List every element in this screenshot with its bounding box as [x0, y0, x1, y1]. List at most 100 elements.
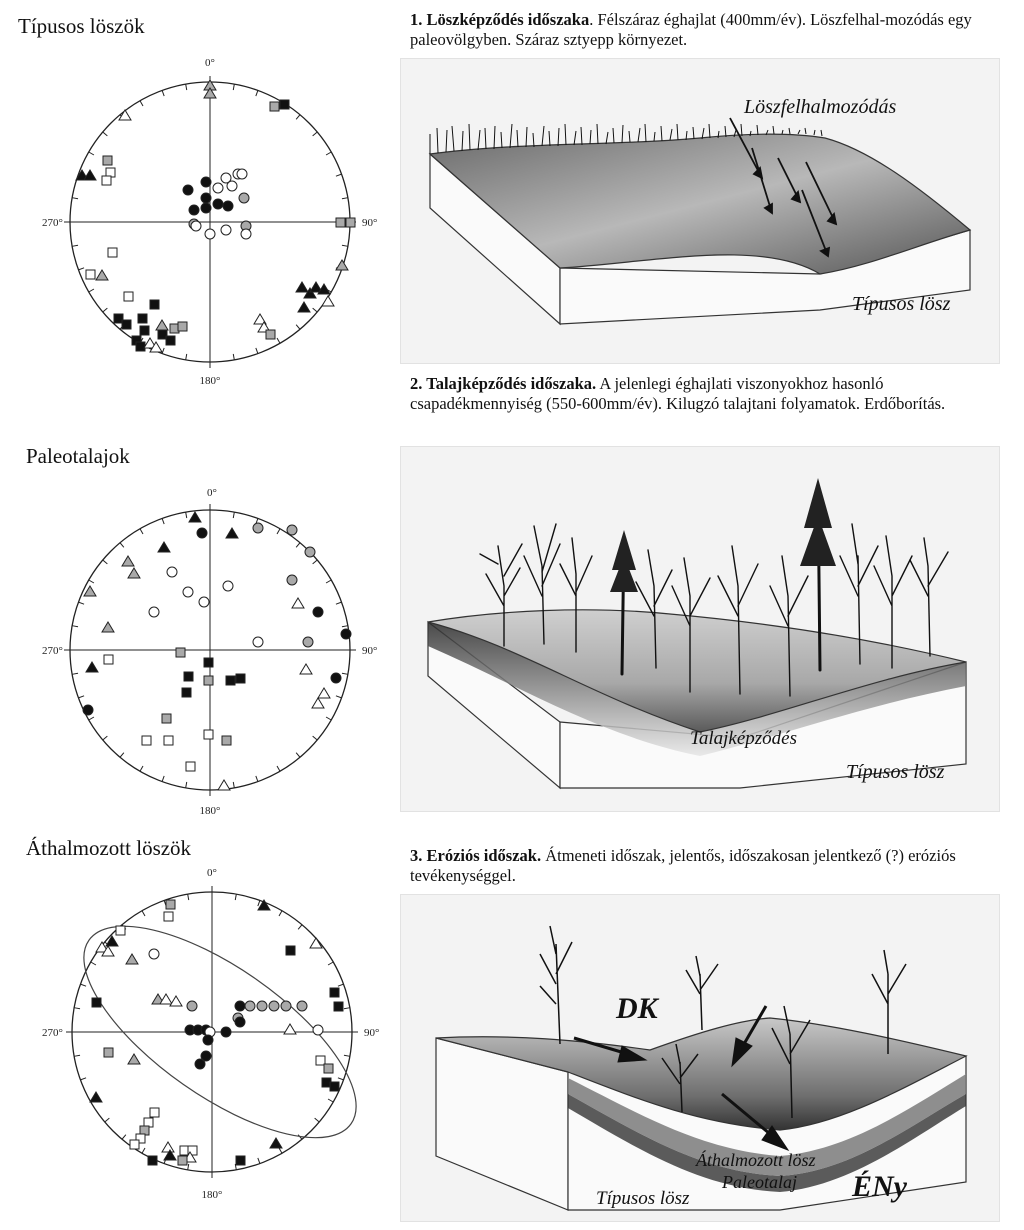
- stereonet-tick: [257, 900, 261, 907]
- forest-trees: [479, 478, 949, 697]
- stereonet-tick: [234, 894, 237, 901]
- point-square-white: [115, 925, 126, 936]
- tree: [523, 523, 561, 645]
- tree: [635, 549, 673, 669]
- stereonet-tick: [72, 625, 79, 628]
- stereonet-tick: [78, 601, 85, 605]
- stereonet-tick: [341, 625, 348, 628]
- point-square-white: [103, 654, 114, 665]
- reworked-loess-layer: [568, 1074, 966, 1176]
- stereonet-tick: [139, 765, 144, 772]
- point-square-white: [85, 269, 96, 280]
- point-circle-black: [234, 1016, 246, 1028]
- point-triangle-black: [105, 935, 119, 947]
- label-soil-formation: Talajképződés: [690, 728, 797, 749]
- point-triangle-black: [225, 527, 239, 539]
- panel-1-caption-heading: 1. Löszképződés időszaka: [410, 10, 590, 29]
- point-triangle-black: [85, 661, 99, 673]
- point-triangle-white: [161, 1141, 175, 1153]
- panel-1-caption: 1. Löszképződés időszaka. Félszáraz égha…: [410, 10, 1002, 50]
- point-triangle-grey: [127, 567, 141, 579]
- point-square-white: [163, 911, 174, 922]
- stereonet-tick: [185, 781, 188, 788]
- point-circle-black: [220, 1026, 232, 1038]
- point-triangle-grey: [335, 259, 349, 271]
- point-circle-grey: [296, 1000, 308, 1012]
- point-circle-white: [182, 586, 194, 598]
- point-circle-black: [330, 672, 342, 684]
- stereonet-tick: [295, 114, 301, 120]
- stereonet-tick: [72, 672, 79, 675]
- tree: [909, 537, 949, 657]
- tree: [479, 543, 523, 647]
- point-triangle-white: [321, 295, 335, 307]
- point-square-grey: [177, 321, 188, 332]
- point-triangle-grey: [95, 269, 109, 281]
- panel-3-caption: 3. Eróziós időszak. Átmeneti időszak, je…: [410, 846, 1002, 886]
- point-circle-white: [204, 228, 216, 240]
- point-circle-white: [226, 180, 238, 192]
- point-circle-white: [198, 596, 210, 608]
- point-circle-black: [200, 1050, 212, 1062]
- point-square-white: [163, 735, 174, 746]
- point-square-white: [123, 291, 134, 302]
- point-square-grey: [102, 155, 113, 166]
- point-square-grey: [175, 647, 186, 658]
- point-square-white: [141, 735, 152, 746]
- point-triangle-white: [253, 313, 267, 325]
- stereonet-tick: [185, 84, 188, 91]
- erosion-arrows: [573, 1005, 790, 1152]
- point-circle-grey: [256, 1000, 268, 1012]
- stereonet-tick: [141, 910, 146, 917]
- point-square-grey: [203, 675, 214, 686]
- point-triangle-black: [257, 899, 271, 911]
- stereonet-tick: [337, 983, 344, 987]
- point-square-black: [147, 1155, 158, 1166]
- point-square-black: [91, 997, 102, 1008]
- label-reworked-loess: Áthalmozott lösz: [695, 1149, 816, 1170]
- point-triangle-white: [299, 663, 313, 675]
- label-dk: DK: [615, 992, 660, 1025]
- point-square-black: [165, 335, 176, 346]
- accumulation-arrows: [729, 117, 838, 258]
- stereonet-tick: [297, 924, 303, 930]
- stereonet-tick: [139, 528, 144, 535]
- point-circle-grey: [302, 636, 314, 648]
- tree: [610, 530, 638, 676]
- stereonet-3-label-north: 0°: [207, 867, 217, 879]
- stereonet-2-label-south: 180°: [200, 805, 221, 817]
- point-circle-grey: [280, 1000, 292, 1012]
- stereonet-tick: [74, 1007, 81, 1010]
- stereonet-tick: [72, 244, 79, 247]
- stereonet-tick: [232, 353, 235, 360]
- point-triangle-grey: [101, 621, 115, 633]
- stereonet-1-label-south: 180°: [200, 375, 221, 387]
- stereonet-tick: [255, 347, 259, 354]
- stereonet-tick: [325, 579, 332, 584]
- stereonet-2-label-west: 270°: [42, 645, 63, 657]
- point-triangle-grey: [83, 585, 97, 597]
- point-square-white: [315, 1055, 326, 1066]
- point-triangle-white: [309, 937, 323, 949]
- point-triangle-black: [309, 281, 323, 293]
- stereonet-2-points: [82, 511, 352, 791]
- point-square-black: [333, 1001, 344, 1012]
- point-circle-black: [202, 1034, 214, 1046]
- stereonet-tick: [312, 307, 318, 313]
- stereonet-tick: [102, 735, 108, 741]
- point-square-white: [203, 729, 214, 740]
- stereonet-tick: [232, 781, 235, 788]
- point-triangle-white: [149, 341, 163, 353]
- point-circle-white: [148, 606, 160, 618]
- point-triangle-black: [303, 287, 317, 299]
- stereonet-tick: [88, 716, 95, 721]
- stereonet-tick: [343, 1007, 350, 1010]
- point-square-black: [225, 675, 236, 686]
- stereonet-1-label-west: 270°: [42, 217, 63, 229]
- point-triangle-black: [163, 1149, 177, 1161]
- point-triangle-grey: [121, 555, 135, 567]
- point-circle-grey: [286, 574, 298, 586]
- point-circle-black: [200, 176, 212, 188]
- point-circle-grey: [244, 1000, 256, 1012]
- stereonet-tick: [141, 1147, 146, 1154]
